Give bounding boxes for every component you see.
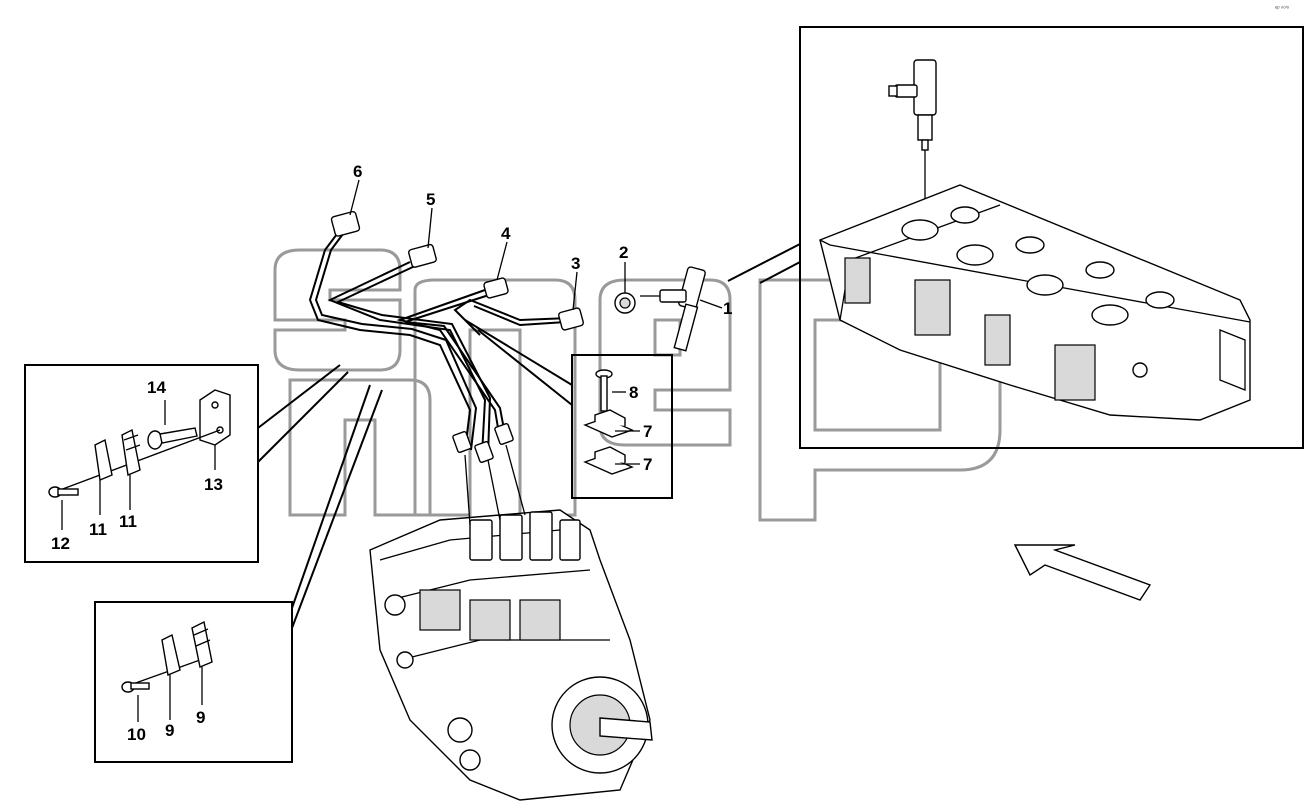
bracket-13: [199, 389, 231, 446]
callout-6: 6: [353, 162, 362, 181]
callout-9-b: 9: [196, 708, 205, 727]
injector-detail: [888, 59, 937, 240]
callout-2: 2: [619, 243, 628, 262]
leader-bracket-b: [257, 371, 349, 463]
callout-5: 5: [426, 190, 435, 209]
clamp-7-upper: [583, 409, 634, 438]
bolt-14: [147, 427, 198, 450]
callout-labels: 1 2 3 4 5 6 7 7 8 9 9 10 11 11 12 13 14: [51, 162, 732, 744]
callout-9-a: 9: [165, 721, 174, 740]
injector-1: [640, 266, 706, 352]
leader-to-head-box-a: [727, 243, 801, 282]
callout-11-a: 11: [89, 520, 107, 539]
leader-bracket-a: [257, 364, 341, 429]
injection-pump: [369, 444, 653, 801]
clamp-bolt-detail-box: [94, 384, 383, 763]
leader-clamp-bolt-a: [291, 384, 371, 609]
callout-8: 8: [629, 383, 638, 402]
callout-4: 4: [501, 224, 511, 243]
leader-to-head-box-b: [759, 261, 801, 284]
clamp-11-b: [121, 428, 141, 476]
callout-14: 14: [147, 378, 166, 397]
clamp-9-a: [161, 633, 181, 676]
bolt-8: [595, 369, 613, 412]
leader-clamp-bolt-b: [291, 389, 383, 629]
line-nut-5: [408, 243, 437, 268]
cylinder-head-frame: [799, 26, 1304, 449]
bolt-10: [121, 681, 150, 693]
callout-7-lower: 7: [643, 455, 652, 474]
arrow-left-up-icon: [1013, 544, 1152, 601]
line-nut-6: [330, 210, 361, 237]
leader-clamp-a: [464, 319, 573, 386]
callout-1: 1: [723, 299, 732, 318]
line-nut-4: [483, 277, 509, 299]
fuel-injection-lines: [308, 210, 706, 463]
callout-3: 3: [571, 254, 580, 273]
pump-drive-shaft: [599, 717, 653, 741]
cylinder-head-block: [819, 184, 1251, 421]
callout-10: 10: [127, 725, 146, 744]
callout-13: 13: [204, 475, 223, 494]
callout-leaders: [349, 179, 723, 465]
callout-12: 12: [51, 534, 70, 553]
corner-mark: ᵉᵖ ⁿᵒⁱᵒ: [1275, 4, 1290, 12]
clamp-9-b: [191, 620, 213, 668]
callout-7-upper: 7: [643, 422, 652, 441]
bolt-12: [48, 486, 79, 498]
line-nut-3: [558, 307, 584, 331]
clamp-detail-box: [464, 319, 673, 499]
clamp-11-a: [94, 438, 113, 481]
leader-clamp-b: [477, 329, 573, 406]
callout-11-b: 11: [119, 512, 137, 531]
clamp-7-lower: [583, 446, 634, 475]
bracket-detail-box: [24, 364, 349, 563]
cylinder-head-detail: [727, 26, 1304, 449]
